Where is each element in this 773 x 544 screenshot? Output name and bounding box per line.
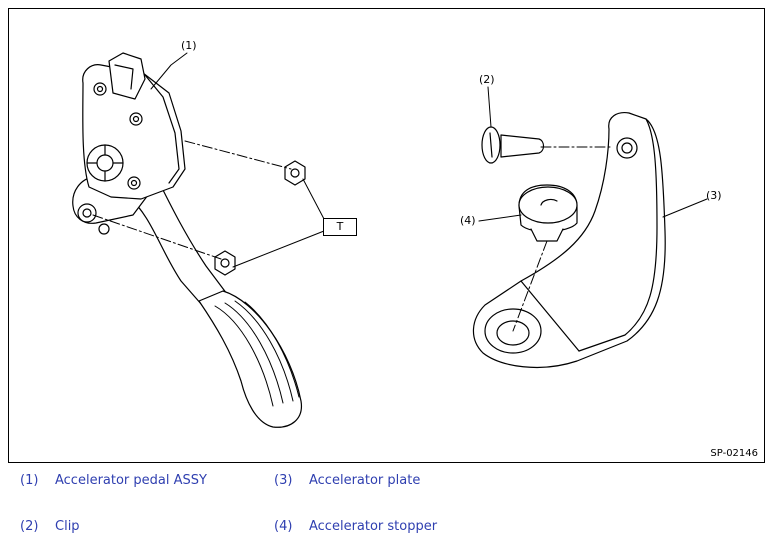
callout-stopper: (4) — [460, 214, 476, 227]
lower-nut — [214, 250, 236, 276]
legend-number: (1) — [20, 473, 39, 488]
callout-pedal: (1) — [181, 39, 197, 52]
legend-label: Accelerator pedal ASSY — [55, 473, 207, 488]
legend-label: Accelerator stopper — [309, 519, 438, 534]
legend-number: (4) — [274, 519, 293, 534]
clip — [481, 126, 545, 164]
figure-code: SP-02146 — [710, 448, 758, 459]
legend-item-stopper: (4) Accelerator stopper — [274, 519, 437, 534]
legend-label: Accelerator plate — [309, 473, 421, 488]
upper-nut — [284, 160, 306, 186]
legend-item-clip: (2) Clip — [20, 519, 80, 534]
legend-item-plate: (3) Accelerator plate — [274, 473, 420, 488]
callout-clip: (2) — [479, 73, 495, 86]
figure-frame: (1) (2) (3) (4) T SP-02146 — [8, 8, 765, 463]
callout-plate: (3) — [706, 189, 722, 202]
accelerator-stopper — [518, 184, 578, 242]
legend-number: (2) — [20, 519, 39, 534]
parts-illustration — [72, 52, 708, 428]
legend-label: Clip — [55, 519, 80, 534]
legend-number: (3) — [274, 473, 293, 488]
legend-item-pedal: (1) Accelerator pedal ASSY — [20, 473, 207, 488]
torque-box: T — [323, 218, 357, 236]
accelerator-pedal-assy — [72, 52, 302, 428]
